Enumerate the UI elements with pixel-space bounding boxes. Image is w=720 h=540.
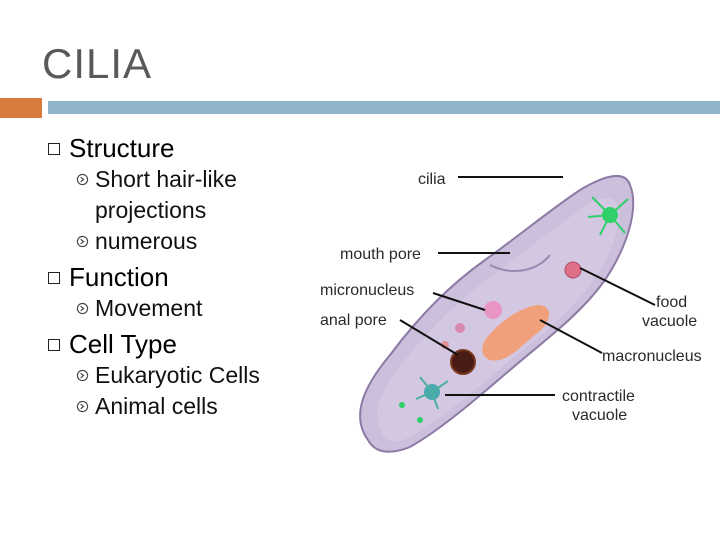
label-contractile-line1: contractile [562, 388, 635, 405]
bullet-label: Function [69, 262, 169, 292]
bullet-list: Structure Short hair-like projections nu… [44, 128, 344, 422]
label-food-vacuole-line1: food [656, 294, 687, 311]
bullet-structure: Structure [44, 132, 344, 164]
square-bullet-icon [48, 272, 60, 284]
sub-bullet: Movement [44, 293, 344, 324]
sub-bullet-label: Animal cells [95, 393, 218, 419]
circle-bullet-icon [76, 173, 89, 186]
sub-bullet: Eukaryotic Cells [44, 360, 344, 391]
square-bullet-icon [48, 339, 60, 351]
paramecium-diagram: cilia mouth pore micronucleus anal pore … [310, 155, 720, 465]
micronucleus [484, 301, 502, 319]
sub-bullet: Short hair-like projections [44, 164, 344, 226]
circle-bullet-icon [76, 400, 89, 413]
slide-title: CILIA [42, 40, 152, 88]
sub-bullet: numerous [44, 226, 344, 257]
bullet-label: Structure [69, 133, 175, 163]
sub-bullet-label: numerous [95, 228, 197, 254]
sub-bullet-label: Eukaryotic Cells [95, 362, 260, 388]
label-anal-pore: anal pore [320, 312, 387, 329]
circle-bullet-icon [76, 369, 89, 382]
sub-bullet: Animal cells [44, 391, 344, 422]
label-macronucleus: macronucleus [602, 348, 702, 365]
label-food-vacuole-line2: vacuole [642, 313, 697, 330]
bullet-function: Function [44, 261, 344, 293]
sub-bullet-label: Short hair-like projections [95, 166, 237, 223]
food-vacuole [565, 262, 581, 278]
circle-bullet-icon [76, 302, 89, 315]
accent-bar-orange [0, 98, 42, 118]
bullet-cell-type: Cell Type [44, 328, 344, 360]
accent-bar-blue [48, 101, 720, 114]
label-contractile-line2: vacuole [572, 407, 627, 424]
bullet-label: Cell Type [69, 329, 177, 359]
label-mouth-pore: mouth pore [340, 246, 421, 263]
square-bullet-icon [48, 143, 60, 155]
circle-bullet-icon [76, 235, 89, 248]
label-micronucleus: micronucleus [320, 282, 414, 299]
sub-bullet-label: Movement [95, 295, 202, 321]
label-cilia: cilia [418, 171, 446, 188]
